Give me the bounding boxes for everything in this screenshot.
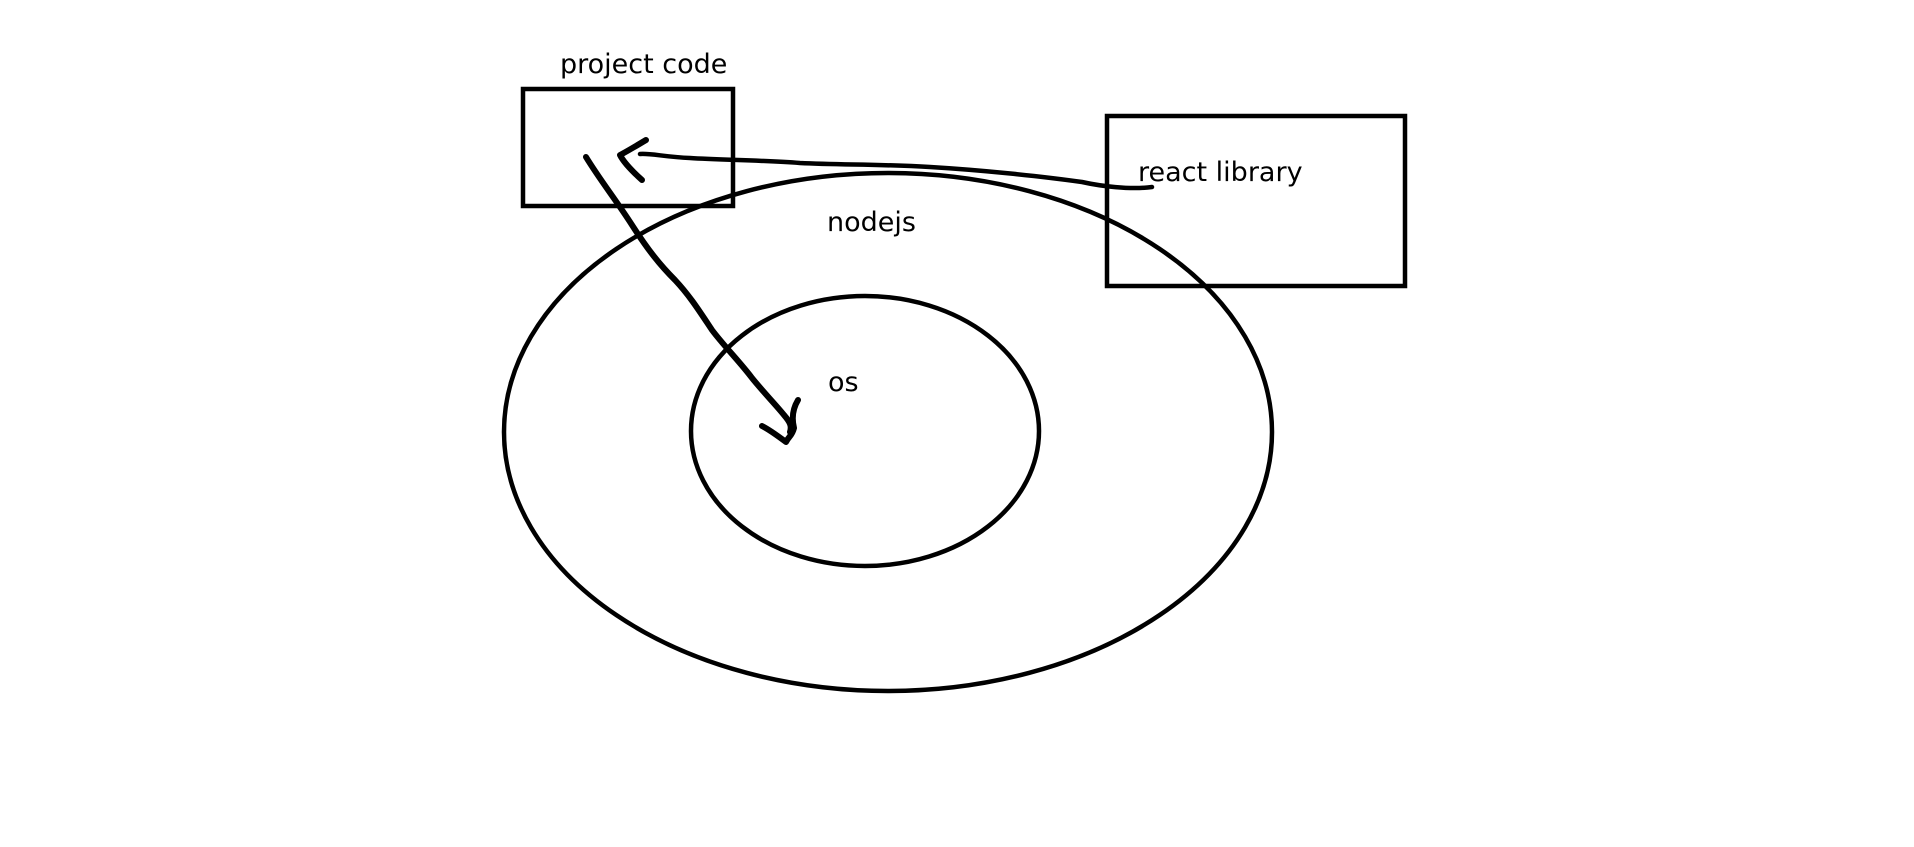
os-ellipse [688, 293, 1042, 569]
project-code-box [520, 86, 736, 209]
project-to-os-arrowhead [759, 397, 801, 445]
react-library-label: react library [1138, 157, 1303, 188]
react-to-project-arrow [637, 151, 1155, 191]
react-library-box [1104, 113, 1408, 289]
os-label: os [828, 367, 859, 398]
project-to-os-arrow [583, 154, 794, 435]
nodejs-ellipse [501, 170, 1275, 694]
nodejs-label: nodejs [827, 207, 916, 238]
react-to-project-arrowhead [617, 137, 649, 183]
project-code-label: project code [560, 49, 727, 80]
